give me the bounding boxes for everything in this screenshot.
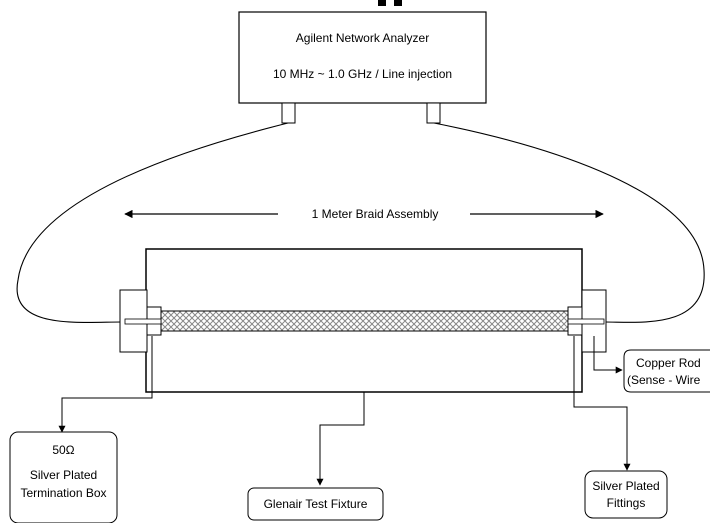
leader-fixture: [316, 392, 365, 486]
analyzer-name: Agilent Network Analyzer: [295, 31, 430, 45]
termination-line2: Silver Plated: [29, 468, 98, 482]
braid-cable: [160, 310, 569, 332]
analyzer-port-right: [426, 102, 441, 124]
fittings-callout-box: [584, 470, 668, 519]
leader-copper-rod: [593, 336, 623, 374]
cable-left: [16, 122, 289, 324]
fixture-callout-box: [247, 487, 384, 521]
fittings-line1: Silver Plated: [592, 479, 660, 493]
copper-rod-left: [124, 318, 162, 325]
termination-line3: Termination Box: [20, 486, 107, 500]
cable-right: [433, 122, 705, 323]
cropped-text-fragment: [378, 0, 402, 6]
fixture-label: Glenair Test Fixture: [263, 497, 368, 511]
leader-termination: [58, 336, 153, 433]
analyzer-spec: 10 MHz ~ 1.0 GHz / Line injection: [272, 67, 453, 81]
termination-impedance: 50Ω: [52, 443, 75, 457]
leader-fittings: [573, 336, 631, 471]
analyzer-port-left: [281, 102, 296, 124]
termination-callout-box: [9, 431, 118, 523]
fittings-line2: Fittings: [606, 496, 646, 510]
network-analyzer-box: [238, 11, 487, 104]
copper-rod-right: [567, 318, 605, 325]
copper-rod-line2: (Sense - Wire: [627, 373, 701, 387]
copper-rod-line1: Copper Rod: [636, 356, 701, 370]
assembly-label: 1 Meter Braid Assembly: [311, 207, 439, 221]
copper-rod-callout-box: [623, 349, 710, 393]
